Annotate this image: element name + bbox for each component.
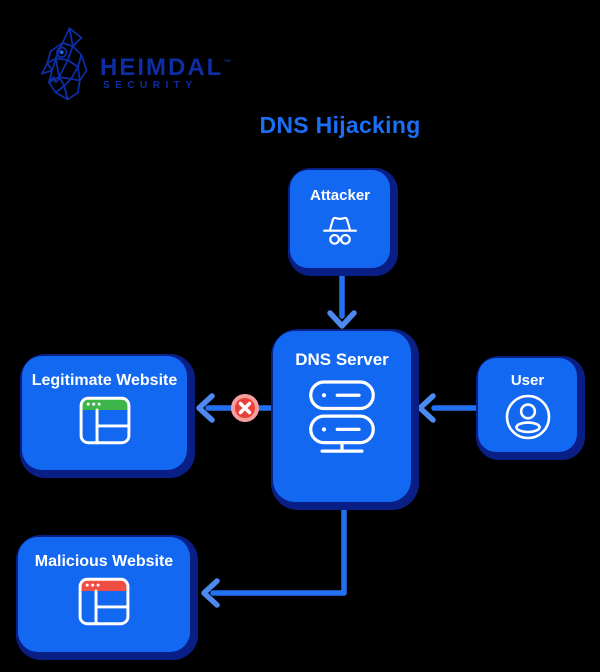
logo-trademark: ™ [223,58,232,67]
server-icon [309,380,375,453]
user-icon [505,394,550,440]
blocked-x-badge [231,394,259,422]
incognito-icon [323,216,357,245]
arrow-attacker-to-dns [327,267,357,329]
node-dns-server: DNS Server [273,331,411,502]
node-malicious-website: Malicious Website [18,537,190,652]
diagram-title: DNS Hijacking [259,112,421,138]
malicious-website-label: Malicious Website [34,553,174,570]
heimdal-wolf-logo-icon [41,27,88,101]
node-legitimate-website: Legitimate Website [22,356,187,470]
arrow-dns-to-malicious [201,495,347,608]
attacker-label: Attacker [309,187,371,204]
logo-subtitle-text: SECURITY [103,80,198,91]
legitimate-website-label: Legitimate Website [31,372,178,389]
node-attacker: Attacker [290,170,390,268]
logo-brand-word: HEIMDAL [100,54,224,81]
arrow-user-to-dns [417,393,481,423]
dns-server-label: DNS Server [295,350,389,369]
browser-window-green-icon [79,396,130,445]
browser-window-red-icon [78,577,130,626]
user-label: User [510,372,545,389]
logo-brand-text: HEIMDAL™ [100,54,231,82]
node-user: User [478,358,577,452]
